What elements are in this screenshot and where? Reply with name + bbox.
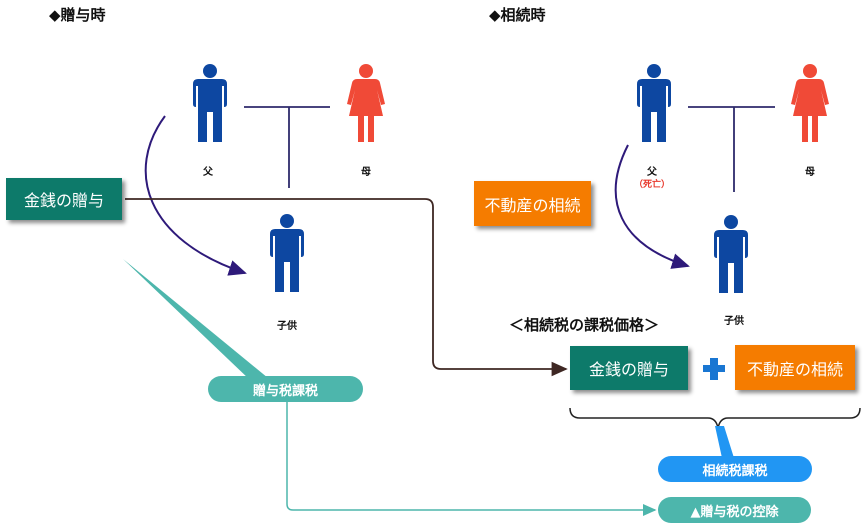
male-figure-icon — [270, 214, 304, 292]
left-gift-arrow — [144, 115, 247, 276]
left-father-label: 父 — [203, 167, 213, 178]
right-inheritance-arrow — [614, 144, 690, 269]
inheritance-time-heading: ◆相続時 — [489, 6, 546, 24]
gift-tax-to-deduction-arrow — [286, 402, 657, 516]
right-father-deceased-note: （死亡） — [633, 180, 670, 190]
left-mother-label: 母 — [361, 167, 371, 178]
inheritance-tax-pill: 相続税課税 — [658, 456, 812, 482]
valuation-brace — [569, 407, 861, 429]
right-family-lines — [688, 106, 775, 192]
left-child-label: 子供 — [277, 321, 297, 332]
female-figure-icon — [791, 64, 829, 142]
valuation-title: ＜相続税の課税価格＞ — [509, 316, 660, 334]
money-gift-box: 金銭の贈与 — [6, 178, 122, 220]
gift-time-heading: ◆贈与時 — [49, 6, 106, 24]
male-figure-icon — [637, 64, 671, 142]
right-mother-label: 母 — [805, 167, 815, 178]
money-gift-flow-arrow — [125, 198, 568, 377]
right-child-label: 子供 — [724, 316, 744, 327]
male-figure-icon — [193, 64, 227, 142]
right-father-label: 父 — [647, 167, 657, 178]
real-estate-inheritance-box: 不動産の相続 — [474, 181, 591, 226]
gift-tax-deduction-pill: ▲贈与税の控除 — [658, 497, 811, 523]
brace-to-inheritance-tax-pointer — [715, 426, 734, 458]
plus-icon — [703, 358, 725, 380]
valuation-money-gift-box: 金銭の贈与 — [570, 346, 688, 390]
male-figure-icon — [714, 215, 748, 293]
left-family-lines — [244, 106, 330, 188]
female-figure-icon — [347, 64, 385, 142]
gift-tax-wedge — [123, 259, 268, 380]
gift-tax-pill: 贈与税課税 — [208, 376, 363, 402]
valuation-real-estate-box: 不動産の相続 — [735, 345, 855, 390]
